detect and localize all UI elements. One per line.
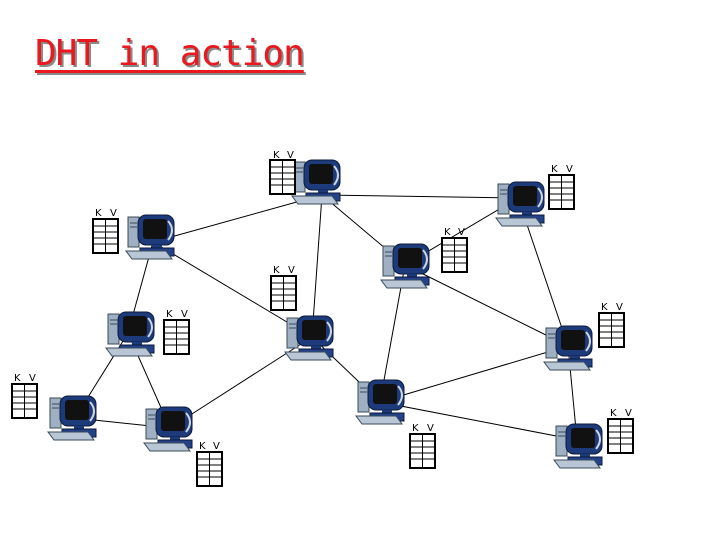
computer-icon — [495, 181, 545, 227]
kv-label-v: V — [458, 227, 465, 238]
peer-node: K V — [143, 406, 223, 487]
kv-table-icon — [92, 218, 119, 254]
kv-label-k: K — [273, 265, 280, 276]
computer-icon — [380, 243, 430, 289]
peer-node: K V — [495, 164, 575, 227]
peer-node: K V — [553, 408, 634, 469]
kv-label-k: K — [412, 423, 419, 434]
computer-icon — [125, 214, 175, 260]
link — [311, 194, 323, 338]
kv-table-icon — [270, 275, 297, 311]
kv-table-icon — [11, 383, 38, 419]
link — [379, 401, 578, 441]
kv-label-k: K — [551, 164, 558, 175]
kv-table-icon — [607, 418, 634, 454]
link — [152, 194, 323, 243]
link — [321, 194, 519, 199]
kv-label-v: V — [29, 373, 36, 384]
computer-icon — [291, 159, 341, 205]
computer-icon — [543, 325, 593, 371]
peer-node: K V — [543, 302, 625, 371]
computer-icon — [284, 315, 334, 361]
kv-table-icon — [196, 451, 223, 487]
link — [152, 241, 313, 338]
peer-node: K V — [269, 150, 341, 205]
kv-label-v: V — [625, 408, 632, 419]
kv-table-icon — [598, 312, 625, 348]
kv-table-icon — [441, 237, 468, 273]
peer-node: K V — [92, 208, 175, 260]
kv-label-v: V — [427, 423, 434, 434]
kv-label-k: K — [14, 373, 21, 384]
computer-icon — [105, 311, 155, 357]
kv-label-k: K — [610, 408, 617, 419]
peer-node: K V — [270, 265, 334, 361]
kv-table-icon — [269, 159, 296, 195]
peer-node: K V — [11, 373, 97, 441]
kv-label-k: K — [273, 150, 280, 161]
kv-label-v: V — [213, 441, 220, 452]
computer-icon — [553, 423, 603, 469]
kv-table-icon — [163, 319, 190, 355]
kv-label-v: V — [110, 208, 117, 219]
kv-label-v: V — [616, 302, 623, 313]
peer-node: K V — [355, 379, 436, 469]
peer-node: K V — [380, 227, 468, 289]
kv-label-v: V — [287, 150, 294, 161]
link — [379, 345, 569, 403]
computer-icon — [143, 406, 193, 452]
kv-label-k: K — [95, 208, 102, 219]
kv-label-k: K — [199, 441, 206, 452]
peer-node: K V — [105, 309, 190, 357]
kv-table-icon — [409, 433, 436, 469]
kv-table-icon — [548, 174, 575, 210]
kv-label-k: K — [166, 309, 173, 320]
kv-label-k: K — [444, 227, 451, 238]
kv-label-v: V — [181, 309, 188, 320]
kv-label-v: V — [566, 164, 573, 175]
computer-icon — [355, 379, 405, 425]
kv-label-v: V — [288, 265, 295, 276]
link — [404, 264, 569, 347]
slide-title: DHT in action — [35, 33, 305, 74]
computer-icon — [47, 395, 97, 441]
kv-label-k: K — [601, 302, 608, 313]
